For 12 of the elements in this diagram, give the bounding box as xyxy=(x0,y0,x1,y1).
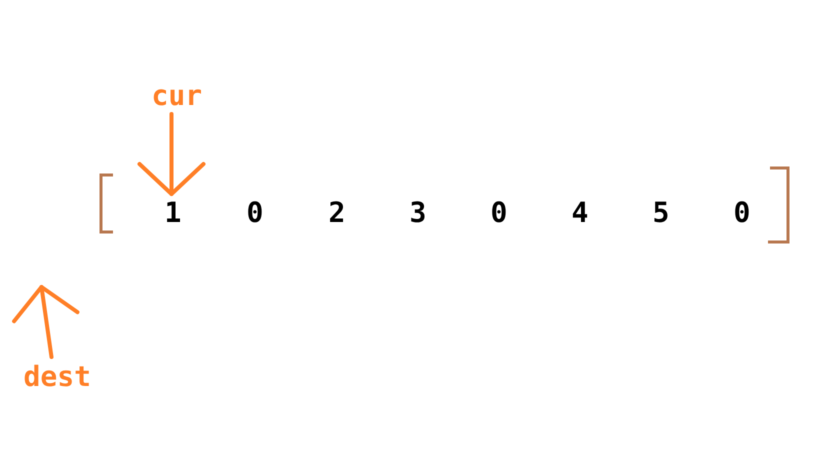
array-value: 3 xyxy=(410,199,426,227)
array-value: 2 xyxy=(328,199,346,227)
array-value: 1 xyxy=(164,199,182,227)
arrow xyxy=(12,285,80,359)
arrow xyxy=(138,112,206,196)
array-value: 0 xyxy=(734,199,750,227)
pointer-label: dest xyxy=(24,363,91,391)
array-value: 5 xyxy=(652,199,670,227)
pointer-label: cur xyxy=(152,82,202,110)
array-value: 4 xyxy=(572,199,588,227)
array-value: 0 xyxy=(490,199,508,227)
array-value: 0 xyxy=(246,199,264,227)
